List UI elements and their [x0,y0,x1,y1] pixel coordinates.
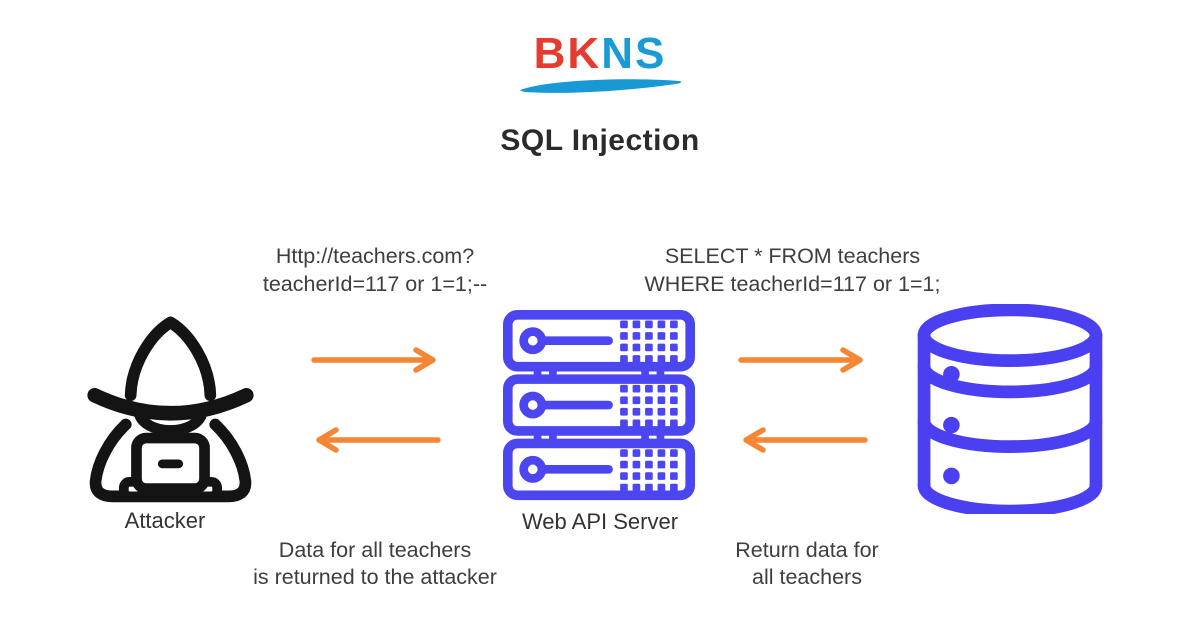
logo-text-bk: BK [533,29,602,78]
annotation-sql-query: SELECT * FROM teachers WHERE teacherId=1… [640,242,945,298]
annotation-data-returned: Data for all teachers is returned to the… [215,537,535,591]
database-cylinder-icon [917,304,1103,514]
attacker-label: Attacker [124,508,206,533]
annotation-line: Data for all teachers [278,538,472,562]
bkns-logo-text: BKNS [534,32,667,76]
arrow-server-to-database [738,347,863,373]
annotation-line: all teachers [752,565,862,589]
arrow-attacker-to-server [311,347,436,373]
annotation-attack-request: Http://teachers.com? teacherId=117 or 1=… [225,242,525,298]
arrow-server-to-attacker [316,427,441,453]
server-rack-icon [503,310,695,501]
server-dot-grid [620,320,678,492]
logo-text-ns: NS [601,29,667,78]
logo-swoosh-icon [520,79,682,93]
page-title: SQL Injection [500,124,700,157]
annotation-return-data: Return data for all teachers [657,537,957,591]
arrow-database-to-server [743,427,868,453]
annotation-line: teacherId=117 or 1=1;-- [262,272,488,296]
hacker-attacker-icon [87,316,254,503]
annotation-line: WHERE teacherId=117 or 1=1; [644,272,941,296]
annotation-line: Return data for [735,538,879,562]
annotation-line: SELECT * FROM teachers [664,244,921,268]
web-api-server-label: Web API Server [521,509,679,534]
bkns-logo: BKNS [0,32,1200,94]
annotation-line: Http://teachers.com? [275,244,475,268]
annotation-line: is returned to the attacker [253,565,497,589]
